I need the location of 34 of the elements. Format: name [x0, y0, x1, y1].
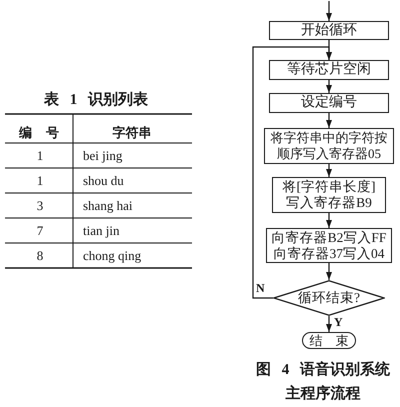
pinyin-text: shou du: [83, 173, 124, 189]
flow-arrow: [326, 1, 332, 21]
flow-arrow: [326, 316, 332, 332]
id-number: 7: [36, 223, 44, 239]
table-header: 编 号: [18, 125, 60, 141]
flow-arrow: [326, 113, 332, 128]
process-box: [266, 228, 392, 263]
flow-arrow: [326, 80, 332, 93]
edge-label: Y: [334, 315, 343, 329]
id-number: 3: [36, 198, 44, 214]
flow-arrow: [252, 46, 332, 299]
table-title: 表 1 识别列表: [44, 92, 148, 108]
flow-arrow: [326, 213, 332, 228]
process-box: 将字符串中的字符按顺序写入寄存器05: [264, 128, 394, 164]
pinyin-text: bei jing: [83, 148, 122, 164]
flow-arrow: [326, 263, 332, 280]
process-box: 开始循环: [269, 21, 389, 40]
figure-caption: 图 4 语音识别系统主程序流程: [255, 360, 391, 404]
id-number: 1: [36, 173, 44, 189]
pinyin-text: chong qing: [83, 248, 142, 264]
box-text: 向寄存器37写入04: [274, 246, 384, 262]
pinyin-text: shang hai: [83, 198, 132, 214]
table-header: 字符串: [112, 125, 152, 141]
edge-label: N: [256, 281, 265, 295]
end-terminal: 结 束: [302, 332, 356, 349]
flow-arrow: [326, 164, 332, 177]
process-box: 将[字符串长度]写入寄存器B9: [272, 177, 386, 213]
decision-diamond: 循环结束?: [273, 280, 385, 316]
box-text: 向寄存器B2写入FF: [272, 230, 386, 246]
id-number: 8: [36, 248, 44, 264]
process-box: 等待芯片空闲: [269, 60, 389, 80]
pinyin-text: tian jin: [83, 223, 120, 239]
process-box: 设定编号: [269, 93, 389, 113]
id-number: 1: [36, 148, 44, 164]
